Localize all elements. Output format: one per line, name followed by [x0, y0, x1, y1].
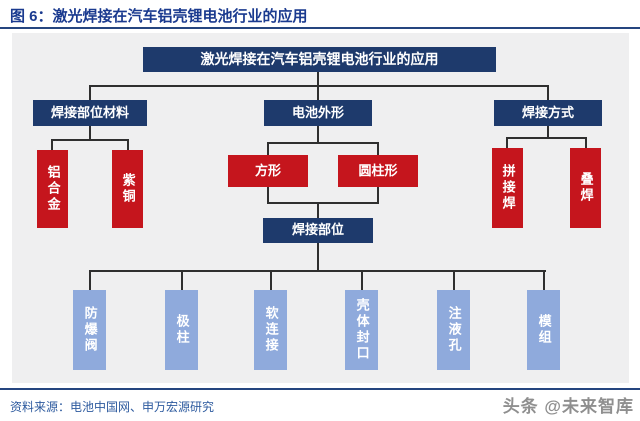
title-underline: [0, 27, 640, 29]
connector-line: [270, 270, 272, 290]
mid-node-weld-parts: 焊接部位: [263, 218, 373, 243]
connector-line: [377, 187, 379, 204]
source-note: 资料来源：电池中国网、申万宏源研究: [10, 400, 215, 414]
connector-line: [89, 270, 91, 290]
connector-line: [506, 137, 508, 149]
connector-line: [543, 270, 545, 290]
connector-line: [317, 85, 319, 100]
connector-line: [267, 202, 379, 204]
connector-line: [317, 72, 319, 86]
connector-line: [267, 142, 269, 156]
connector-line: [267, 187, 269, 204]
leaf-node-prismatic: 方形: [228, 155, 308, 187]
leaf-node-module: 模组: [527, 290, 560, 370]
connector-line: [317, 243, 319, 272]
leaf-node-cylindrical: 圆柱形: [338, 155, 418, 187]
leaf-node-flexible-connection: 软连接: [254, 290, 287, 370]
connector-line: [361, 270, 363, 290]
footer-divider: [0, 388, 640, 390]
leaf-node-lap-weld: 叠焊: [570, 148, 601, 228]
connector-line: [547, 85, 549, 100]
connector-line: [127, 139, 129, 151]
leaf-node-terminal-post: 极柱: [165, 290, 198, 370]
branch-node-battery-shape: 电池外形: [264, 100, 372, 126]
connector-line: [585, 137, 587, 149]
connector-line: [89, 85, 549, 87]
connector-line: [89, 85, 91, 100]
connector-line: [51, 139, 129, 141]
connector-line: [89, 270, 546, 272]
connector-line: [453, 270, 455, 290]
watermark: 头条 @未来智库: [502, 397, 634, 416]
leaf-node-butt-weld: 拼接焊: [492, 148, 523, 228]
leaf-node-case-sealing: 壳体封口: [345, 290, 378, 370]
connector-line: [51, 139, 53, 151]
leaf-node-injection-hole: 注液孔: [437, 290, 470, 370]
leaf-node-copper: 紫铜: [112, 150, 143, 228]
connector-line: [267, 142, 379, 144]
leaf-node-aluminum-alloy: 铝合金: [37, 150, 68, 228]
branch-node-weld-method: 焊接方式: [494, 100, 602, 126]
connector-line: [506, 137, 587, 139]
connector-line: [181, 270, 183, 290]
connector-line: [89, 126, 91, 141]
connector-line: [317, 126, 319, 144]
connector-line: [377, 142, 379, 156]
root-node: 激光焊接在汽车铝壳锂电池行业的应用: [143, 47, 496, 72]
connector-line: [317, 202, 319, 218]
figure-caption: 图 6：激光焊接在汽车铝壳锂电池行业的应用: [10, 8, 308, 25]
leaf-node-explosion-proof-valve: 防爆阀: [73, 290, 106, 370]
branch-node-weld-material: 焊接部位材料: [33, 100, 147, 126]
connector-line: [547, 126, 549, 139]
